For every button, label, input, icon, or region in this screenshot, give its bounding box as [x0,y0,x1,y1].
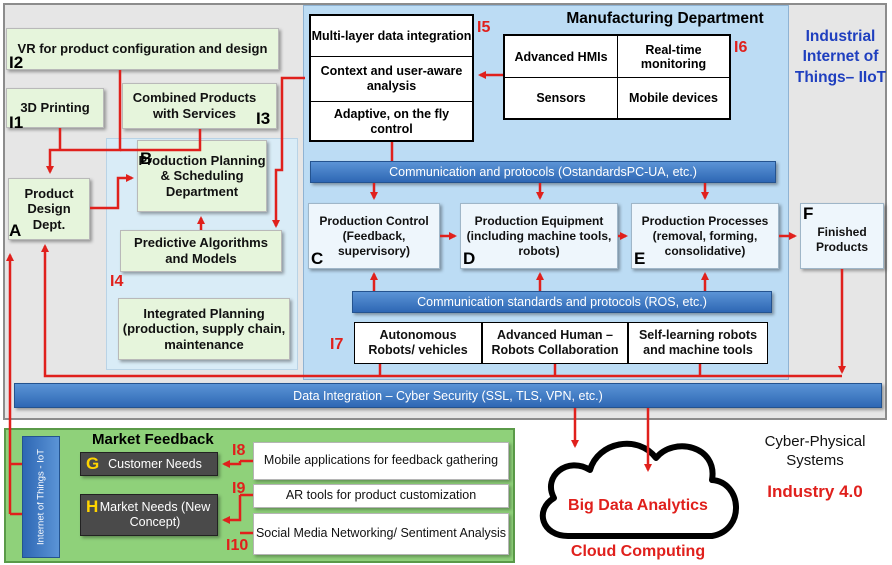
label-D: D [463,249,476,268]
label-G: G [86,454,100,473]
combined-products-box: Combined Products with Services [122,83,277,129]
iiot-title: Industrial Internet of Things– IIoT [794,28,887,86]
human-robot-collaboration-box: Advanced Human – Robots Collaboration [482,322,628,364]
feedback-ar-tools-box: AR tools for product customization [253,484,509,508]
big-data-analytics-label: Big Data Analytics [568,497,708,514]
label-C: C [311,249,324,268]
label-I9: I9 [232,480,246,497]
autonomous-robots-box: Autonomous Robots/ vehicles [354,322,482,364]
sensors: Sensors [505,78,618,118]
iot-vertical-bar: Internet of Things - IoT [22,436,60,558]
manufacturing-department-title: Manufacturing Department [566,10,764,27]
label-F: F [803,204,814,223]
label-I1: I1 [9,113,24,132]
label-A: A [9,221,22,240]
label-E: E [634,249,646,268]
label-I8: I8 [232,442,246,459]
customer-needs-box: Customer Needs [80,452,218,476]
real-time-monitoring: Real-time monitoring [618,36,729,78]
predictive-algorithms-box: Predictive Algorithms and Models [120,230,282,272]
adaptive-control: Adaptive, on the fly control [333,107,450,136]
cloud-outline [539,440,739,539]
self-learning-robots-box: Self-learning robots and machine tools [628,322,768,364]
data-layer-stack: Multi-layer data integration Context and… [309,14,474,142]
integrated-planning-box: Integrated Planning (production, supply … [118,298,290,360]
advanced-hmis: Advanced HMIs [505,36,618,78]
mobile-devices: Mobile devices [629,91,718,105]
product-design-box: Product Design Dept. [8,178,90,240]
production-equipment-box: Production Equipment (including machine … [460,203,618,269]
data-integration-bar: Data Integration – Cyber Security (SSL, … [14,383,882,408]
cyber-physical-systems-label: Cyber-Physical Systems [764,432,866,470]
vr-box: VR for product configuration and design [6,28,279,70]
label-I4: I4 [110,273,124,290]
label-H: H [86,497,99,516]
context-aware-analysis: Context and user-aware analysis [311,57,472,102]
label-I10: I10 [226,537,249,554]
multi-layer-data-integration: Multi-layer data integration [311,16,472,57]
label-I2: I2 [9,53,24,72]
feedback-social-media-box: Social Media Networking/ Sentiment Analy… [253,513,509,555]
production-planning-box: Production Planning & Scheduling Departm… [137,140,267,212]
industry-4-label: Industry 4.0 [767,482,863,501]
communication-protocols-bar: Communication and protocols (OstandardsP… [310,161,776,183]
label-B: B [140,149,153,168]
production-control-box: Production Control (Feedback, supervisor… [308,203,440,269]
label-I5: I5 [477,19,491,36]
label-I7: I7 [330,336,344,353]
communication-standards-bar: Communication standards and protocols (R… [352,291,772,313]
label-I3: I3 [256,109,271,128]
feedback-mobile-apps-box: Mobile applications for feedback gatheri… [253,442,509,480]
hmi-grid: Advanced HMIs Real-time monitoring Senso… [503,34,731,120]
market-needs-box: Market Needs (New Concept) [80,494,218,536]
cloud-shape [539,440,739,539]
iot-vertical-label: Internet of Things - IoT [35,449,47,545]
label-I6: I6 [734,39,748,56]
cloud-computing-label: Cloud Computing [570,543,706,560]
market-feedback-title: Market Feedback [92,431,214,448]
production-processes-box: Production Processes (removal, forming, … [631,203,779,269]
